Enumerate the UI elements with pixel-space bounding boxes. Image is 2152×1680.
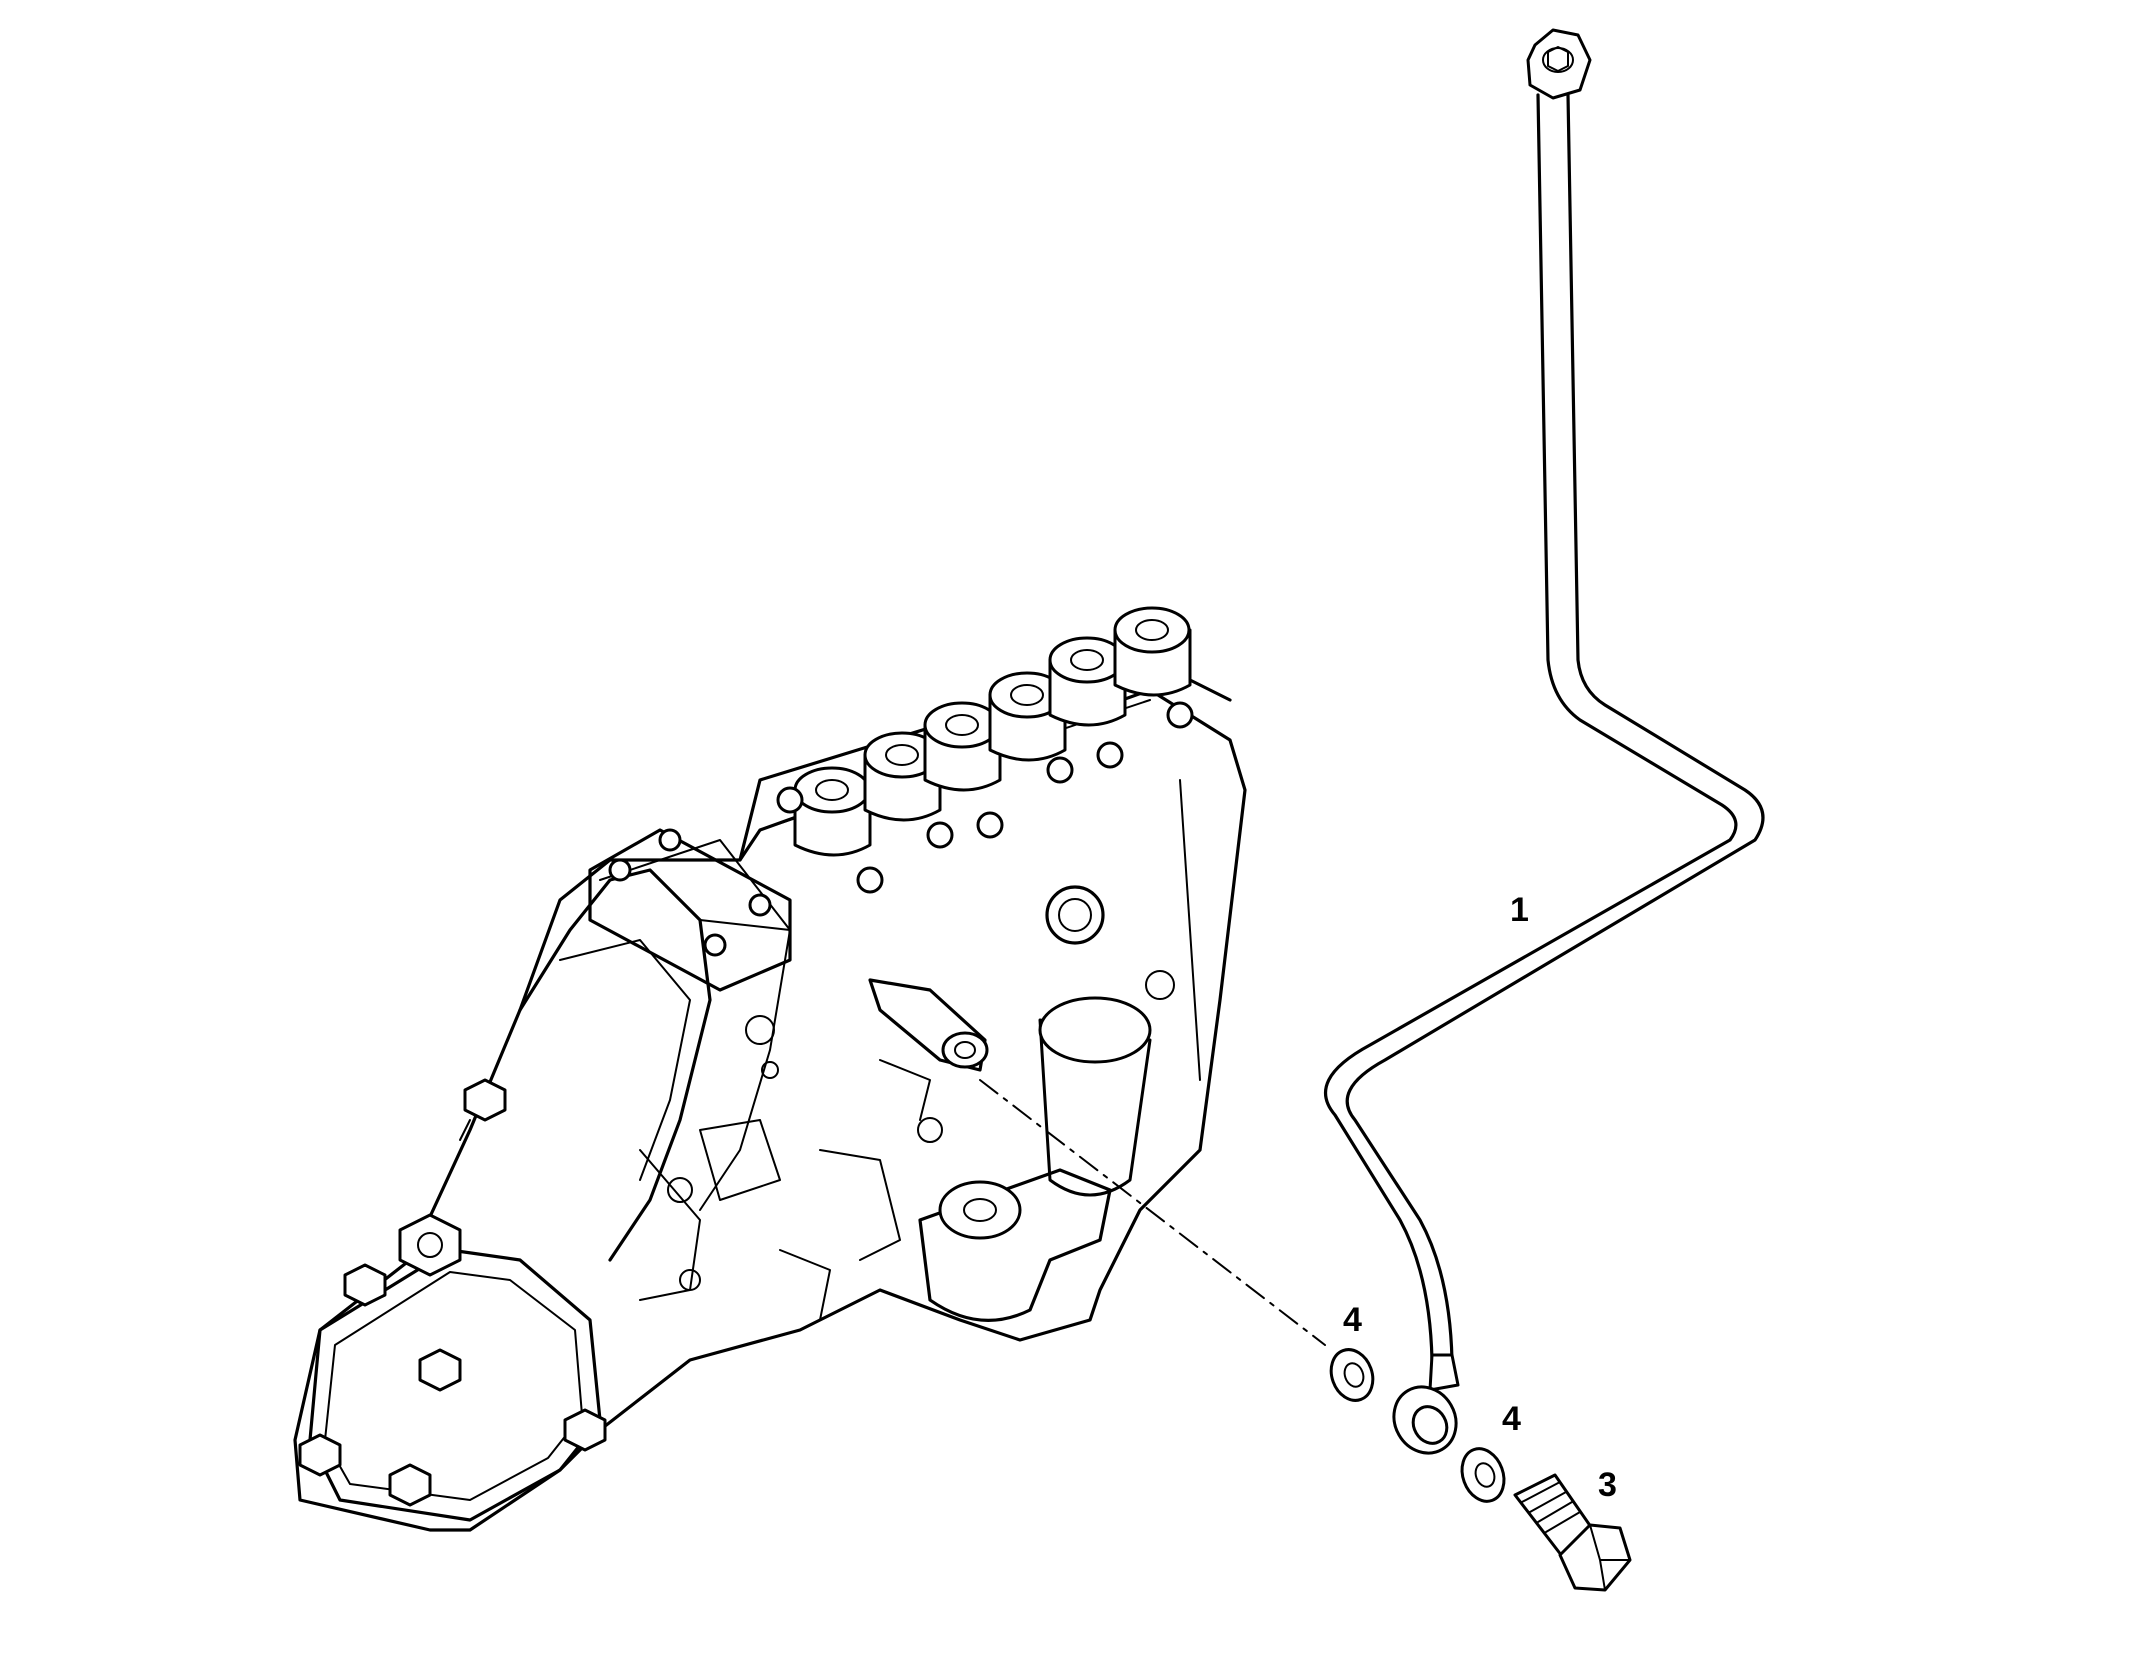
callout-pipe: 1 bbox=[1510, 891, 1529, 929]
callout-banjo-bolt: 3 bbox=[1598, 1466, 1617, 1504]
hold-down-nuts bbox=[776, 701, 1194, 894]
sealing-washer bbox=[1329, 1348, 1375, 1402]
delivery-valve-holders bbox=[793, 606, 1192, 857]
assembly-leader-line bbox=[979, 1079, 1326, 1346]
callout-washer-lower: 4 bbox=[1502, 1400, 1521, 1438]
banjo-bolt bbox=[1513, 1473, 1632, 1592]
callout-washer-upper: 4 bbox=[1343, 1301, 1362, 1339]
fuel-return-pipe bbox=[1324, 28, 1765, 1455]
sealing-washer bbox=[1460, 1447, 1506, 1503]
hex-bolt bbox=[298, 1263, 607, 1507]
injection-pump bbox=[293, 606, 1247, 1532]
